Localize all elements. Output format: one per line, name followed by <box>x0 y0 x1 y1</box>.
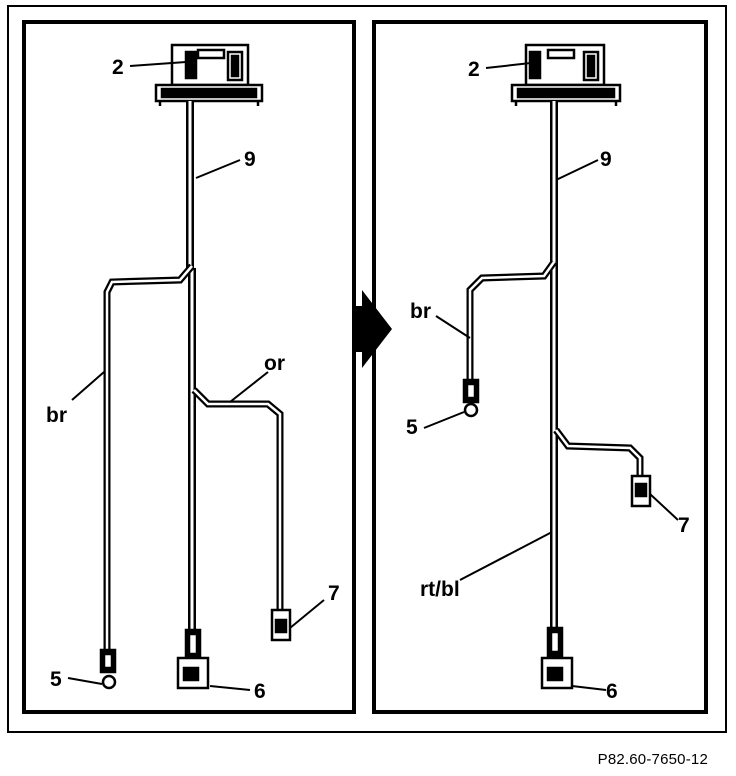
terminal-5 <box>99 648 117 690</box>
label-red-blue-wire: rt/bl <box>420 578 460 601</box>
figure-code: P82.60-7650-12 <box>597 751 708 768</box>
label-relay: 2 <box>468 58 480 81</box>
label-terminal-6: 6 <box>606 680 618 703</box>
right-leader-lines <box>423 61 679 691</box>
relay-housing <box>510 43 622 106</box>
left-leader-lines <box>67 61 325 691</box>
terminal-7 <box>630 474 652 508</box>
label-harness: 9 <box>600 148 612 171</box>
main-harness <box>186 101 196 632</box>
label-brown-wire: br <box>46 404 67 427</box>
left-panel: 2 9 br or 5 6 7 <box>22 20 356 714</box>
right-panel: 2 9 br 5 7 rt/bl 6 <box>372 20 708 714</box>
red-blue-wire <box>553 427 644 478</box>
brown-wire <box>103 263 195 650</box>
label-terminal-5: 5 <box>50 668 62 691</box>
terminal-6 <box>540 626 574 690</box>
brown-wire <box>466 259 557 380</box>
label-brown-wire: br <box>410 300 431 323</box>
relay-housing <box>154 43 264 106</box>
outer-frame <box>7 5 727 733</box>
label-orange-wire: or <box>264 352 285 375</box>
label-relay: 2 <box>112 56 124 79</box>
label-harness: 9 <box>244 148 256 171</box>
transition-arrow-icon <box>354 290 392 368</box>
terminal-5 <box>462 378 480 418</box>
label-terminal-6: 6 <box>254 680 266 703</box>
terminal-7 <box>270 608 292 642</box>
right-panel-border <box>372 20 708 714</box>
terminal-6 <box>176 628 210 690</box>
label-terminal-5: 5 <box>406 416 418 439</box>
label-terminal-7: 7 <box>678 514 690 537</box>
orange-wire <box>191 387 284 612</box>
left-panel-border <box>22 20 356 714</box>
label-terminal-7: 7 <box>328 582 340 605</box>
